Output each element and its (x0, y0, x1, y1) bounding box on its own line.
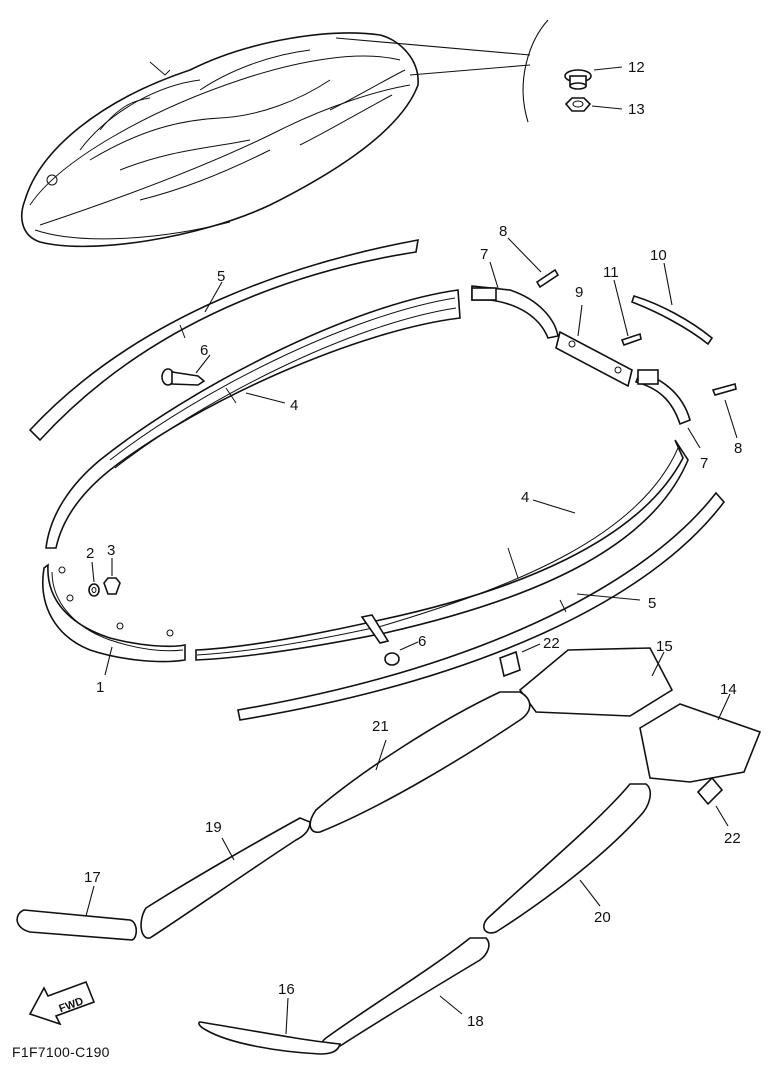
part-6-screw-lower (360, 614, 419, 666)
part-17-mat-pad (16, 885, 138, 941)
part-11-rivet (613, 279, 642, 347)
callout-13: 13 (628, 101, 645, 118)
part-5-upper-strip (28, 239, 419, 442)
callout-10: 10 (650, 247, 667, 264)
part-19-mat-pad (140, 817, 311, 939)
callout-8-lower: 8 (734, 440, 742, 457)
part-15-mat-pad (518, 647, 674, 717)
part-6-screw-upper (161, 354, 211, 386)
forward-arrow-icon: FWD (28, 980, 96, 1026)
part-7-corner-upper (471, 261, 559, 339)
callout-7-upper: 7 (480, 246, 488, 263)
callout-19: 19 (205, 819, 222, 836)
part-3-nut (103, 558, 121, 595)
callout-6-lower: 6 (418, 633, 426, 650)
callout-17: 17 (84, 869, 101, 886)
part-7-corner-lower (634, 369, 701, 449)
part-22-small-pad-upper (499, 643, 541, 678)
callout-11: 11 (603, 264, 619, 281)
callout-18: 18 (467, 1013, 484, 1030)
part-21-mat-pad (309, 691, 531, 834)
callout-3: 3 (107, 542, 115, 559)
callout-12: 12 (628, 59, 645, 76)
part-13-nut (564, 97, 623, 112)
callout-15: 15 (656, 638, 673, 655)
part-4-lower-rail (195, 439, 689, 661)
part-22-small-pad-lower (696, 776, 729, 827)
part-4-upper-rail (45, 289, 461, 549)
part-18-mat-pad (321, 937, 490, 1048)
callout-4-lower: 4 (521, 489, 529, 506)
part-8-rivet-lower (711, 383, 738, 439)
callout-22-upper: 22 (543, 635, 560, 652)
callout-6-upper: 6 (200, 342, 208, 359)
callout-22-lower: 22 (724, 830, 741, 847)
part-12-bushing (564, 66, 623, 90)
callout-8-upper: 8 (499, 223, 507, 240)
callout-14: 14 (720, 681, 737, 698)
part-1-front-bumper (42, 563, 186, 676)
callout-20: 20 (594, 909, 611, 926)
callout-2: 2 (86, 545, 94, 562)
part-14-mat-pad (639, 693, 762, 783)
callout-4-upper: 4 (290, 397, 298, 414)
watercraft-overview (21, 32, 419, 248)
callout-9: 9 (575, 284, 583, 301)
callout-7-lower: 7 (700, 455, 708, 472)
callout-labels: 1 2 3 4 4 5 5 6 6 7 7 8 8 9 10 11 12 13 … (84, 59, 742, 1030)
part-10-trim-strip (630, 262, 714, 346)
part-2-washer (88, 561, 100, 597)
part-16-mat-pad (198, 997, 342, 1055)
figure-code: F1F7100-C190 (12, 1044, 110, 1060)
callout-5-upper: 5 (217, 268, 225, 285)
part-8-rivet-upper (507, 237, 560, 289)
part-9-plate (555, 304, 633, 388)
callout-21: 21 (372, 718, 389, 735)
callout-1: 1 (96, 679, 104, 696)
callout-5-lower: 5 (648, 595, 656, 612)
callout-16: 16 (278, 981, 295, 998)
detail-bracket (335, 19, 549, 123)
part-20-mat-pad (483, 783, 652, 934)
part-5-lower-strip (237, 491, 726, 721)
